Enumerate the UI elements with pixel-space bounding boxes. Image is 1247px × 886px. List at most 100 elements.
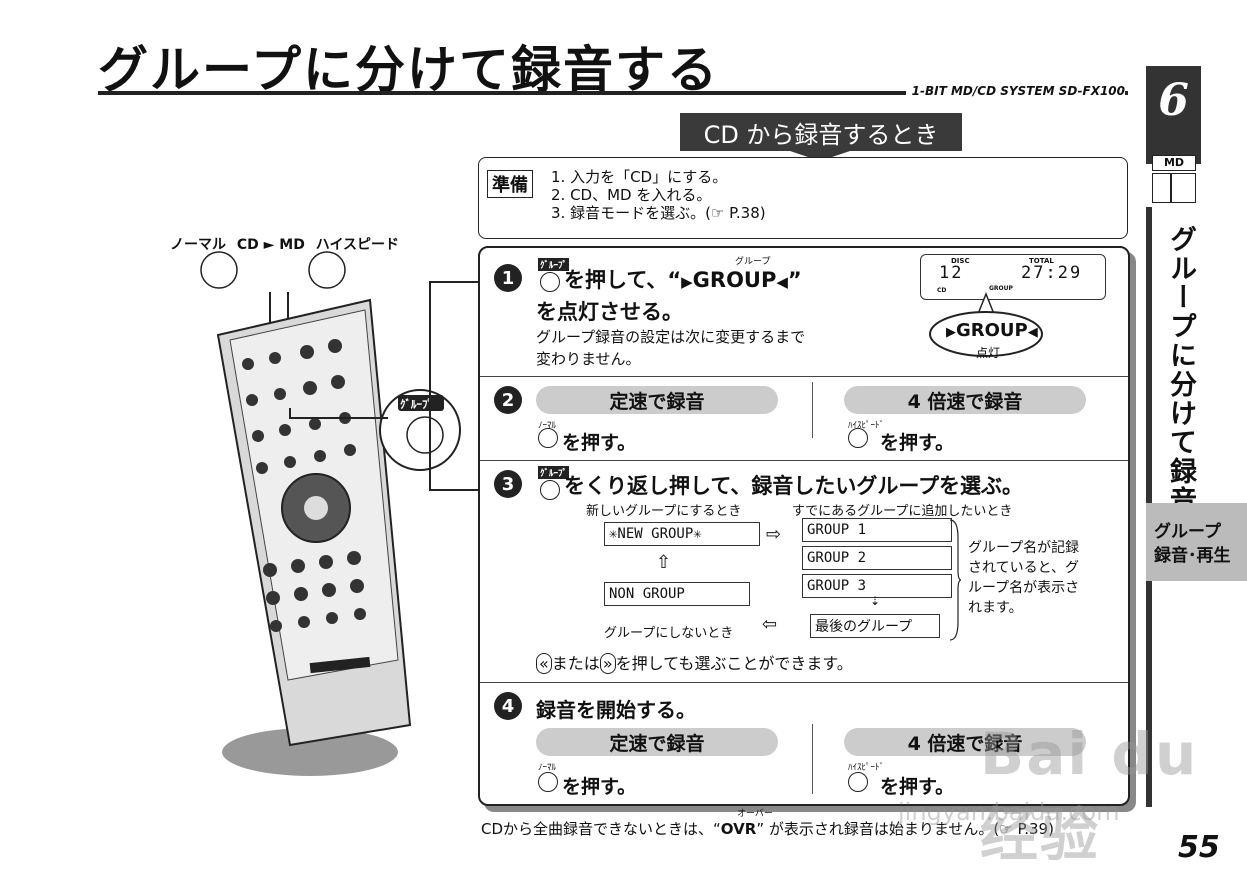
step-1-note-1: グループ録音の設定は次に変更するまで <box>536 328 806 346</box>
md-frame-divider <box>1170 173 1172 203</box>
md-icon: MD <box>1148 155 1198 205</box>
label-cd-md: CD ► MD <box>236 237 305 253</box>
vertical-divider <box>812 724 813 794</box>
md-label: MD <box>1152 155 1196 171</box>
watermark: Bai du 经验 <box>980 720 1199 869</box>
pointing-hand-icon: ☞ <box>710 204 725 222</box>
last-group-box: 最後のグループ <box>810 614 940 638</box>
tab-line-2: 録音･再生 <box>1154 546 1231 566</box>
normal-label: ﾉｰﾏﾙ <box>538 421 557 431</box>
label-highspeed: ハイスピード <box>315 237 400 253</box>
bubble-sub: 点灯 <box>976 346 1001 360</box>
prep-line-1: 1. 入力を「CD」にする。 <box>551 168 728 186</box>
group-3-display: GROUP 3 <box>802 574 952 598</box>
step-4-number: 4 <box>494 692 522 720</box>
group-button-icon <box>540 272 560 292</box>
play-left-icon: ◀ <box>1027 325 1038 340</box>
non-group-display: NON GROUP <box>604 582 750 606</box>
title-rule <box>98 91 1128 95</box>
remote-shadow <box>222 728 398 776</box>
watermark-url: jingyan.baidu.com <box>898 798 1120 826</box>
step-1-text-2: を点灯させる。 <box>536 300 683 324</box>
group-1-display: GROUP 1 <box>802 518 952 542</box>
normal-button-icon <box>538 772 558 792</box>
step-2-right-press: を押す。 <box>880 432 955 454</box>
lcd-callout <box>929 292 1043 357</box>
step-4-right-pill: 4 倍速で録音 <box>844 728 1086 756</box>
lcd-display: DISC TOTAL 12 27:29 GROUP CD <box>920 254 1106 300</box>
remote-illustration <box>200 251 461 776</box>
skip-back-icon: « <box>536 653 552 674</box>
group-button-icon <box>540 480 560 500</box>
group-button-icon <box>406 416 444 454</box>
play-left-icon: ◀ <box>776 273 788 291</box>
bubble-group: ▶GROUP◀ <box>946 320 1038 341</box>
step-2-left-pill: 定速で録音 <box>536 386 778 414</box>
step1-btn-label: ｸﾞﾙｰﾌﾟ <box>538 258 570 271</box>
step-3-number: 3 <box>494 470 522 498</box>
normal-button-icon <box>538 428 558 448</box>
play-right-icon: ▶ <box>681 273 693 291</box>
step-2-number: 2 <box>494 386 522 414</box>
arrow-down-icon: ⇣ <box>870 594 881 608</box>
non-caption: グループにしないとき <box>604 626 734 641</box>
group-button-label: ｸﾞﾙｰﾌﾟ <box>400 398 433 411</box>
step-4-right-press: を押す。 <box>880 776 955 798</box>
prep-label: 準備 <box>487 170 533 198</box>
step-1-number: 1 <box>494 264 522 292</box>
model-name: 1-BIT MD/CD SYSTEM SD-FX100 <box>905 84 1125 98</box>
ruby-group: グループ <box>735 257 771 267</box>
step-2-left-press: を押す。 <box>562 432 637 454</box>
new-group-display: ✳NEW GROUP✳ <box>604 522 760 546</box>
group-2-display: GROUP 2 <box>802 546 952 570</box>
arrow-left-icon: ⇦ <box>762 614 778 635</box>
skip-forward-icon: » <box>599 653 616 674</box>
steps-box: 1 ｸﾞﾙｰﾌﾟ グループ を押して、“▶GROUP◀” を点灯させる。 グルー… <box>478 246 1130 806</box>
step-4-text: 録音を開始する。 <box>536 698 696 722</box>
label-normal: ノーマル <box>170 237 226 253</box>
play-right-icon: ▶ <box>946 325 956 340</box>
highspeed-label: ﾊｲｽﾋﾟｰﾄﾞ <box>848 421 885 431</box>
divider <box>480 376 1128 377</box>
divider <box>480 460 1128 461</box>
connector-lines <box>429 281 478 491</box>
vertical-divider <box>812 382 813 438</box>
step-4-left-pill: 定速で録音 <box>536 728 778 756</box>
ruby-over: オーバー <box>737 809 773 819</box>
page-title: グループに分けて録音する <box>98 41 719 99</box>
highspeed-button-icon <box>308 251 346 289</box>
lcd-time: 27:29 <box>1021 263 1083 283</box>
prep-box: 準備 1. 入力を「CD」にする。 2. CD、MD を入れる。 3. 録音モー… <box>478 157 1128 239</box>
existing-caption: すでにあるグループに追加したいとき <box>792 504 1013 519</box>
md-frame <box>1152 173 1196 203</box>
section-tab: CD から録音するとき <box>680 113 962 151</box>
normal-button-icon <box>200 251 238 289</box>
section-tab-arrow <box>790 151 850 161</box>
step-1-note-2: 変わりません。 <box>536 350 641 368</box>
step-3-alt: «または»を押しても選ぶことができます。 <box>536 650 853 674</box>
brace <box>949 519 962 641</box>
chapter-number: 6 <box>1146 66 1201 134</box>
pointing-hand-icon: ☞ <box>999 820 1013 838</box>
page-number: 55 <box>1178 830 1220 865</box>
arrow-up-icon: ⇧ <box>656 552 672 573</box>
lcd-disc: 12 <box>939 263 964 283</box>
tab-line-1: グループ <box>1154 522 1221 542</box>
step-1-text: を押して、“▶GROUP◀” <box>564 268 802 292</box>
highspeed-button-icon <box>848 428 868 448</box>
highspeed-button-icon <box>848 772 868 792</box>
new-caption: 新しいグループにするとき <box>586 504 742 519</box>
prep-line-3: 3. 録音モードを選ぶ。(☞ P.38) <box>551 204 766 222</box>
sidebar-tab-group: グループ 録音･再生 <box>1146 503 1247 581</box>
normal-label: ﾉｰﾏﾙ <box>538 763 557 773</box>
footer-note: CDから全曲録音できないときは、“OVR” が表示され録音は始まりません。(☞ … <box>481 820 1054 838</box>
step-4-left-press: を押す。 <box>562 776 637 798</box>
divider <box>480 682 1128 683</box>
group-note: グループ名が記録 されていると、グ ループ名が表示さ れます。 <box>968 540 1080 616</box>
step3-btn-label: ｸﾞﾙｰﾌﾟ <box>538 466 570 479</box>
step-3-text: をくり返し押して、録音したいグループを選ぶ。 <box>564 474 1024 498</box>
prep-line-2: 2. CD、MD を入れる。 <box>551 186 712 204</box>
remote-top-labels: ノーマル CD ► MD ハイスピード <box>170 234 399 254</box>
highspeed-label: ﾊｲｽﾋﾟｰﾄﾞ <box>848 763 885 773</box>
step-2-right-pill: 4 倍速で録音 <box>844 386 1086 414</box>
